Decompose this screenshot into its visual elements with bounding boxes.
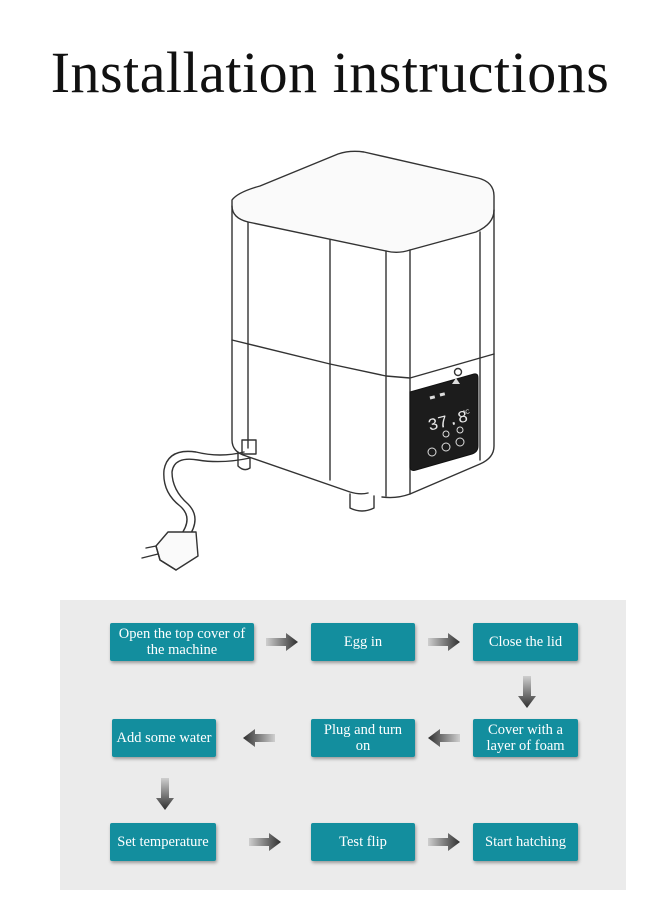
arrow-left-icon [428, 729, 460, 747]
step-start-hatching: Start hatching [473, 823, 578, 861]
page-title: Installation instructions [50, 40, 610, 105]
status-icon [429, 395, 436, 400]
temperature-unit: °C [463, 409, 472, 417]
control-button[interactable] [456, 426, 464, 434]
status-icon [439, 392, 446, 397]
step-open-top-cover: Open the top cover of the machine [110, 623, 254, 661]
up-arrow-icon [452, 378, 460, 384]
step-plug-turn-on: Plug and turn on [311, 719, 415, 757]
arrow-right-icon [249, 833, 281, 851]
step-egg-in: Egg in [311, 623, 415, 661]
step-test-flip: Test flip [311, 823, 415, 861]
arrow-left-icon [243, 729, 275, 747]
arrow-down-icon [156, 778, 174, 810]
arrow-right-icon [266, 633, 298, 651]
arrow-down-icon [518, 676, 536, 708]
step-close-lid: Close the lid [473, 623, 578, 661]
control-button[interactable] [455, 437, 465, 447]
step-cover-foam: Cover with a layer of foam [473, 719, 578, 757]
arrow-right-icon [428, 833, 460, 851]
step-set-temperature: Set temperature [110, 823, 216, 861]
step-add-water: Add some water [112, 719, 216, 757]
control-button[interactable] [442, 430, 450, 438]
control-button[interactable] [441, 442, 451, 452]
incubator-illustration: 37.8 °C [141, 150, 495, 571]
arrow-right-icon [428, 633, 460, 651]
control-button[interactable] [427, 447, 437, 457]
